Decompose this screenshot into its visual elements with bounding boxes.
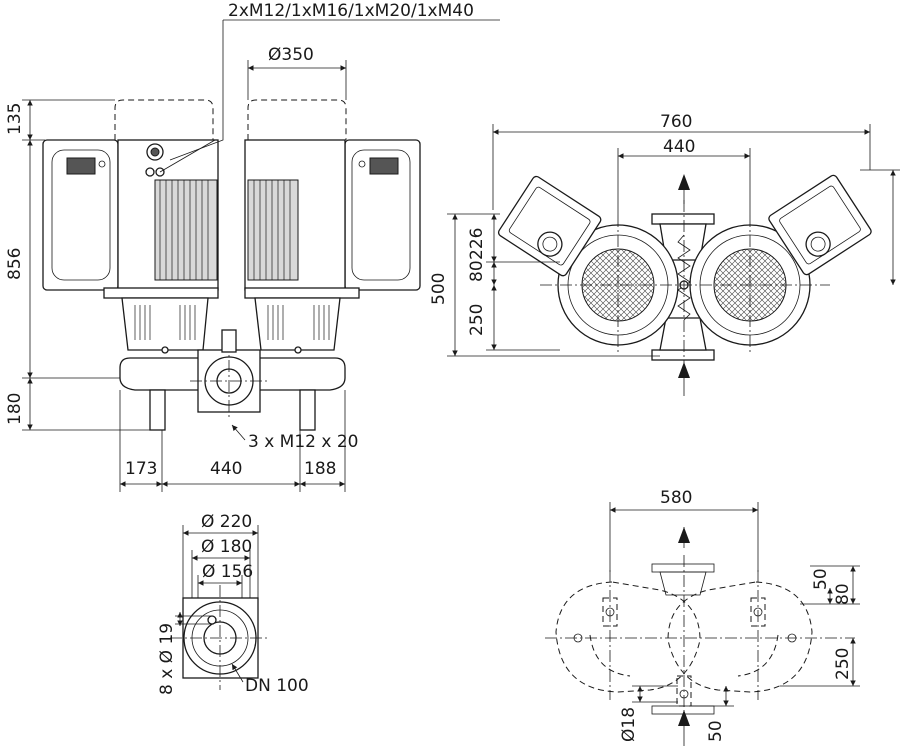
height-180-label: 180 bbox=[5, 393, 25, 425]
flange-220-label: Ø 220 bbox=[201, 512, 252, 532]
height-135-label: 135 bbox=[5, 103, 25, 135]
width-173-label: 173 bbox=[125, 459, 157, 479]
top-depth-250-label: 250 bbox=[467, 304, 487, 336]
diameter-350-label: Ø350 bbox=[268, 45, 314, 65]
base-18-label: Ø18 bbox=[619, 707, 639, 742]
height-856-label: 856 bbox=[5, 248, 25, 280]
flange-dn-label: DN 100 bbox=[245, 676, 309, 696]
top-depth-80-label: 80 bbox=[467, 260, 487, 282]
flange-detail bbox=[170, 525, 270, 690]
top-view bbox=[447, 124, 900, 396]
width-188-label: 188 bbox=[304, 459, 336, 479]
base-50-top-label: 50 bbox=[811, 568, 831, 590]
cable-glands-label: 2xM12/1xM16/1xM20/1xM40 bbox=[228, 1, 474, 21]
front-view bbox=[22, 19, 500, 492]
top-depth-226-label: 226 bbox=[467, 228, 487, 260]
base-50-bottom-label: 50 bbox=[706, 720, 726, 742]
width-440-label: 440 bbox=[210, 459, 242, 479]
flow-arrow-icon bbox=[678, 174, 690, 190]
flange-156-label: Ø 156 bbox=[202, 562, 253, 582]
flange-holes-label: 8 x Ø 19 bbox=[157, 623, 177, 695]
top-width-440-label: 440 bbox=[663, 137, 695, 157]
base-plan bbox=[545, 502, 860, 746]
base-80-label: 80 bbox=[833, 583, 853, 605]
top-width-760-label: 760 bbox=[660, 112, 692, 132]
flow-arrow-icon bbox=[678, 527, 690, 543]
base-580-label: 580 bbox=[660, 488, 692, 508]
top-depth-500-label: 500 bbox=[429, 273, 449, 305]
bolts-label: 3 x M12 x 20 bbox=[248, 432, 358, 452]
flange-180-label: Ø 180 bbox=[201, 537, 252, 557]
base-250-label: 250 bbox=[833, 648, 853, 680]
flow-arrow-icon bbox=[678, 710, 690, 726]
